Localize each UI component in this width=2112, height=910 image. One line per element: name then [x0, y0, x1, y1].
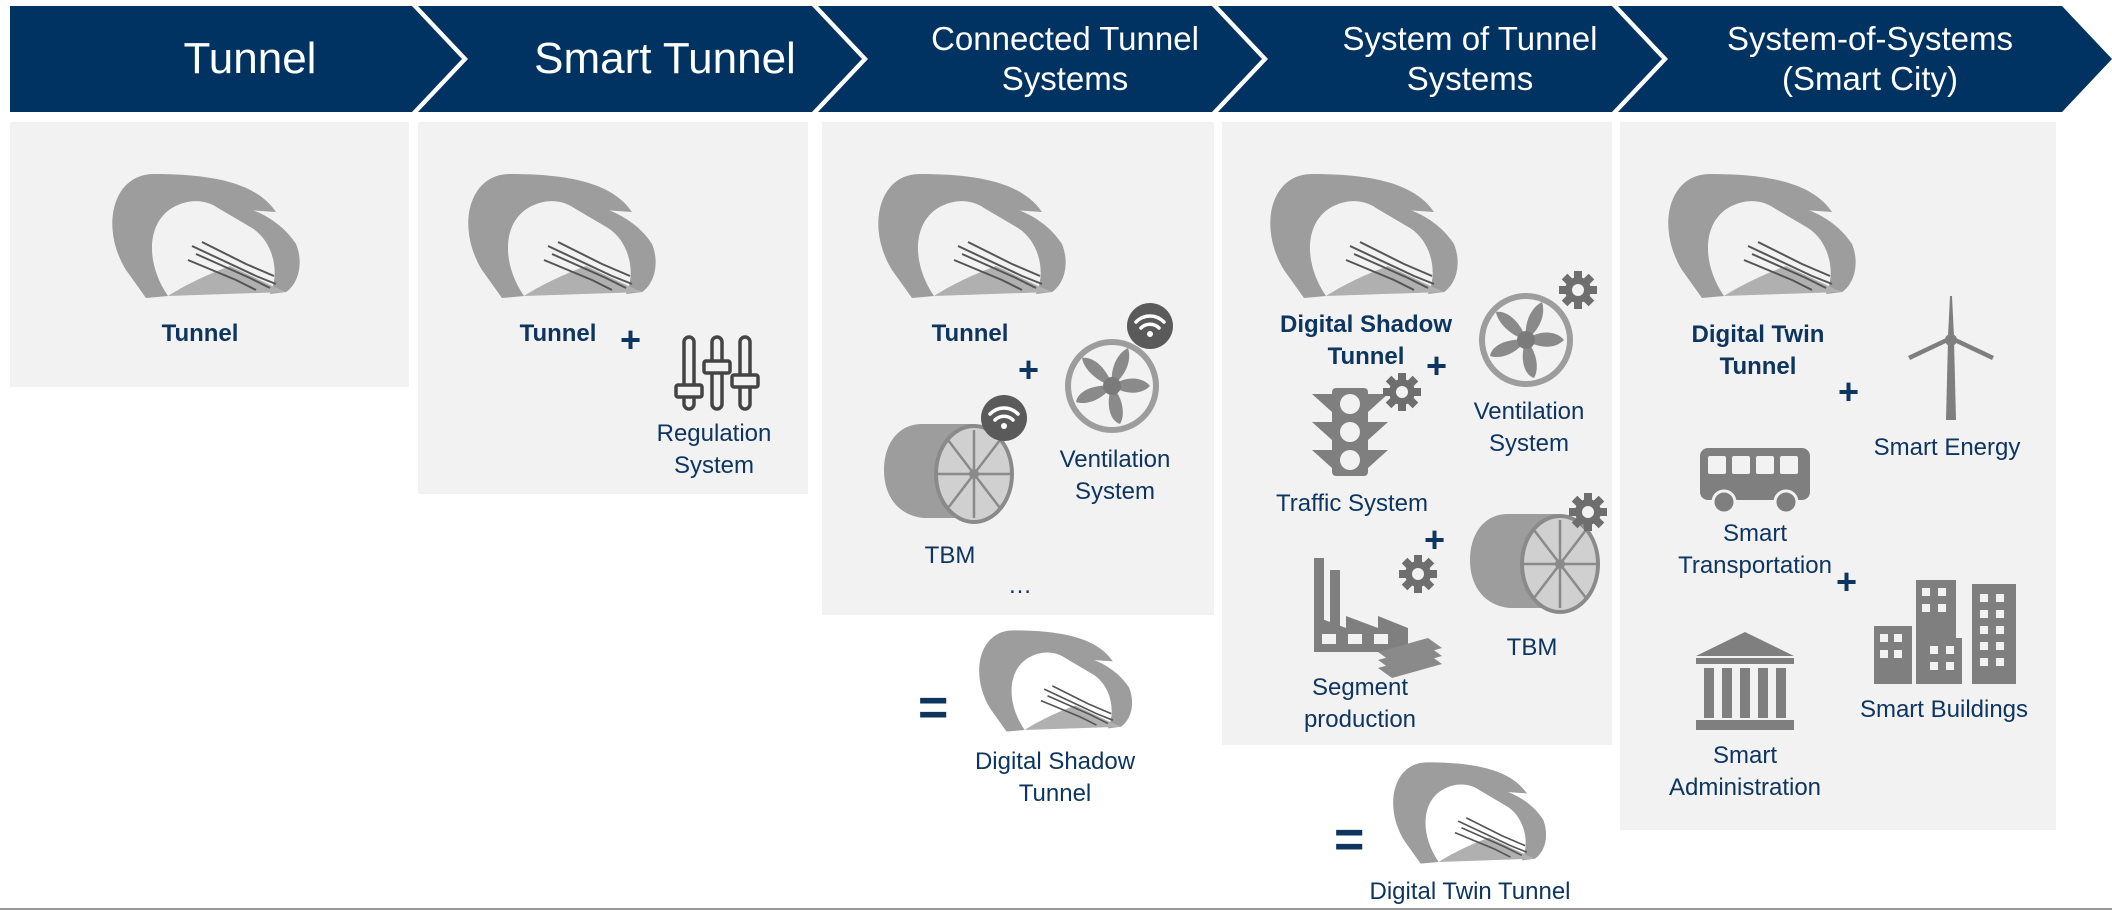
- fan-icon: [1062, 336, 1162, 436]
- plus-operator: +: [1838, 371, 1860, 412]
- ellipsis-label: …: [1008, 572, 1032, 599]
- government-building-icon: [1696, 632, 1794, 730]
- plus-operator: +: [1426, 345, 1448, 386]
- tunnel-icon: [1264, 172, 1460, 300]
- gear-icon: [1382, 372, 1422, 412]
- tunnel-label: Tunnel: [931, 320, 1009, 347]
- digital-twin-tunnel-label: Digital Twin Tunnel: [1369, 878, 1571, 905]
- plus-operator: +: [1018, 349, 1040, 390]
- tunnel-icon: [1388, 760, 1548, 866]
- equals-operator: =: [1334, 811, 1365, 869]
- stage-chevron-bar: [10, 6, 2112, 112]
- stage-4-title: System of Tunnel Systems: [1342, 20, 1598, 97]
- tunnel-label: Tunnel: [519, 320, 597, 347]
- gear-icon: [1568, 492, 1608, 532]
- smart-energy-label: Smart Energy: [1873, 434, 2021, 461]
- buildings-icon: [1874, 580, 2016, 684]
- factory-icon: [1314, 558, 1442, 678]
- traffic-system-label: Traffic System: [1275, 490, 1429, 517]
- tunnel-icon: [974, 628, 1134, 734]
- tunnel-icon: [1662, 172, 1858, 300]
- stage-2-title: Smart Tunnel: [534, 34, 796, 83]
- traffic-light-icon: [1312, 388, 1388, 476]
- wifi-badge-icon: [980, 394, 1028, 442]
- tbm-label: TBM: [924, 542, 976, 569]
- regulation-sliders-icon: [674, 335, 760, 411]
- bottom-divider: [0, 908, 2112, 910]
- wind-turbine-icon: [1908, 296, 1994, 420]
- stage-5-title: System-of-Systems (Smart City): [1726, 20, 2014, 97]
- equals-operator: =: [918, 679, 949, 737]
- tunnel-icon: [872, 172, 1068, 300]
- tbm-label: TBM: [1506, 634, 1558, 661]
- panel-smart-tunnel: [418, 122, 808, 494]
- smart-buildings-label: Smart Buildings: [1859, 696, 2029, 723]
- wifi-badge-icon: [1126, 302, 1174, 350]
- tunnel-label: Tunnel: [161, 320, 239, 347]
- tunnel-icon: [106, 172, 302, 300]
- plus-operator: +: [1424, 519, 1446, 560]
- gear-icon: [1398, 554, 1438, 594]
- tunnel-icon: [462, 172, 658, 300]
- plus-operator: +: [1836, 561, 1858, 602]
- plus-operator: +: [620, 319, 642, 360]
- gear-icon: [1558, 270, 1598, 310]
- stage-1-title: Tunnel: [183, 34, 317, 83]
- bus-icon: [1700, 448, 1810, 515]
- stage-3-title: Connected Tunnel Systems: [931, 20, 1199, 97]
